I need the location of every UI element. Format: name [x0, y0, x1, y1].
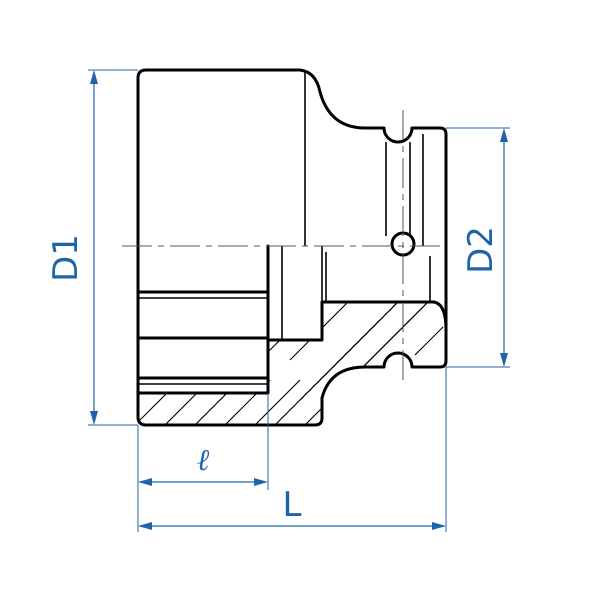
l-small-label: ℓ — [197, 443, 210, 478]
d1-label: D1 — [46, 234, 86, 282]
d2-dimension — [446, 127, 510, 368]
section-hatching — [138, 302, 446, 425]
l-total-dimension — [137, 367, 447, 532]
d2-label: D2 — [461, 226, 501, 274]
d1-dimension — [88, 69, 138, 426]
l-total-label: L — [283, 485, 302, 525]
socket-outline — [136, 68, 448, 427]
l-small-dimension — [137, 393, 269, 490]
bore-outline — [136, 244, 448, 395]
